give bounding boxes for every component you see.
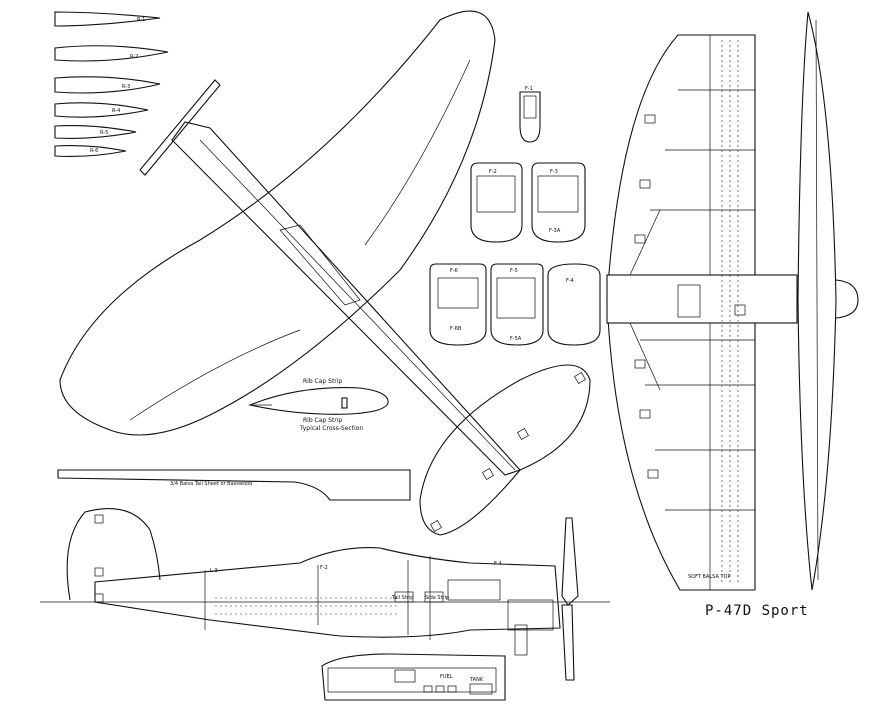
formers: F-1 F-2 F-3 F-3A F-6 F-6B F-5 F-5A F-4 bbox=[429, 86, 601, 346]
side-tail-strip: Tail Strip bbox=[391, 595, 413, 601]
former-f2-label: F-2 bbox=[489, 169, 497, 175]
rib-templates: R-1 R-2 R-3 R-4 R-5 R-6 bbox=[54, 11, 169, 157]
cross-section-caption: Typical Cross-Section bbox=[299, 425, 363, 432]
plan-title: P-47D Sport bbox=[705, 603, 809, 619]
cross-section-bottom-label: Rib Cap Strip bbox=[303, 417, 342, 424]
former-f1-label: F-1 bbox=[525, 86, 533, 92]
rib-label-4: R-4 bbox=[112, 108, 120, 114]
former-f3-label: F-3 bbox=[550, 169, 558, 175]
former-f5a-label: F-5A bbox=[510, 336, 522, 342]
side-l-label: L-3 bbox=[210, 568, 218, 574]
former-f5-label: F-5 bbox=[510, 268, 518, 274]
side-former-b: F-4 bbox=[494, 561, 502, 567]
wing-plan-view bbox=[59, 10, 591, 536]
fuel-tank-box: FUEL TANK bbox=[321, 653, 506, 701]
former-f4-label: F-4 bbox=[566, 278, 574, 284]
former-f6b-label: F-6B bbox=[450, 326, 462, 332]
rib-label-1: R-1 bbox=[137, 17, 145, 23]
wing-note: SOFT BALSA TOP bbox=[688, 574, 730, 580]
rib-label-3: R-3 bbox=[122, 84, 130, 90]
rib-label-5: R-5 bbox=[100, 130, 108, 136]
rib-label-2: R-2 bbox=[130, 54, 138, 60]
cross-section: Rib Cap Strip Rib Cap Strip Typical Cros… bbox=[248, 378, 389, 432]
tail-sheet: 3/4 Balsa Tail Sheet or Basswood bbox=[57, 469, 411, 501]
fuel-label: FUEL bbox=[440, 674, 453, 680]
side-side-strip: Side Strip bbox=[425, 595, 449, 601]
rib-label-6: R-6 bbox=[90, 148, 98, 154]
tank-label: TANK bbox=[469, 677, 484, 683]
tail-sheet-note: 3/4 Balsa Tail Sheet or Basswood bbox=[170, 481, 252, 487]
former-f6-label: F-6 bbox=[450, 268, 458, 274]
former-f3a-label: F-3A bbox=[549, 228, 561, 234]
cross-section-top-label: Rib Cap Strip bbox=[303, 378, 342, 385]
elevator-profile bbox=[797, 11, 859, 591]
wing-top-view: SOFT BALSA TOP bbox=[606, 34, 798, 591]
side-former-a: F-2 bbox=[320, 565, 328, 571]
fuselage-side-view: L-3 F-2 F-4 Tail Strip Side Strip bbox=[40, 508, 610, 681]
